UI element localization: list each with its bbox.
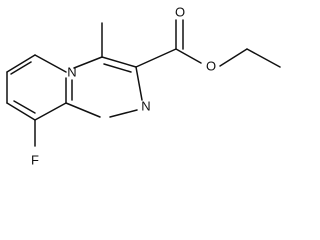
- bond: [109, 109, 138, 118]
- bond: [34, 102, 67, 121]
- bond-double: [10, 61, 32, 75]
- atom-labels: N N O O F: [31, 5, 216, 168]
- bond: [219, 48, 248, 67]
- atom-n-bridgehead: N: [67, 65, 76, 80]
- chemical-structure: N N O O F: [6, 5, 281, 168]
- bonds: [6, 19, 281, 147]
- bond-double: [13, 100, 36, 114]
- bond: [175, 48, 202, 64]
- bond: [135, 48, 177, 68]
- bond: [65, 102, 101, 118]
- bond: [6, 102, 36, 121]
- atom-fluorine: F: [31, 153, 39, 168]
- bond: [73, 56, 103, 69]
- atom-n-imidazole: N: [141, 99, 150, 114]
- bond-double: [103, 63, 132, 73]
- bond: [135, 66, 143, 101]
- atom-o-ester: O: [206, 59, 216, 74]
- bond: [101, 56, 137, 68]
- bond: [246, 48, 281, 68]
- bond: [6, 54, 36, 73]
- atom-o-carbonyl: O: [175, 5, 185, 20]
- bond: [34, 54, 67, 73]
